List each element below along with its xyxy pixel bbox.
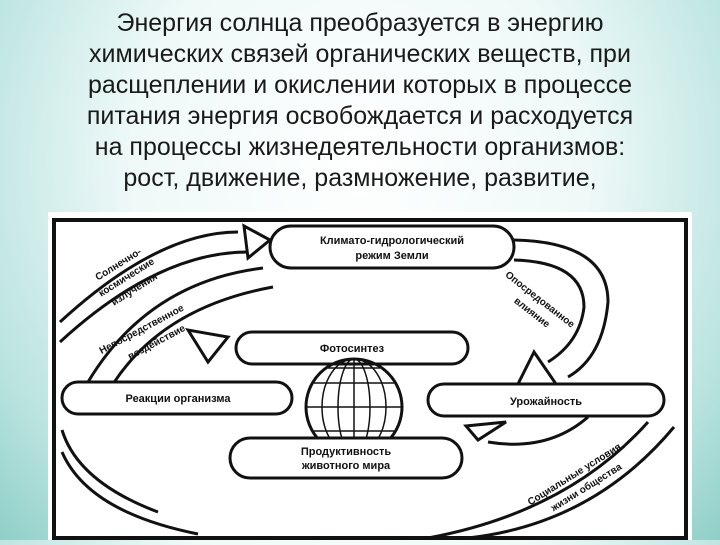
direct-influence-arrow — [86, 266, 274, 386]
bottom-left-curve — [60, 451, 199, 536]
diagram-svg: Климато-гидрологический режим Земли Солн… — [52, 218, 688, 540]
productivity-box: Продуктивность животного мира — [228, 436, 464, 480]
photosynthesis-box: Фотосинтез — [234, 330, 470, 366]
organism-box: Реакции организма — [60, 380, 294, 416]
climate-box-line1: Климато-гидрологический — [320, 235, 464, 247]
solar-radiation-arrow — [58, 223, 273, 344]
bottom-left-curve-inner — [60, 429, 159, 514]
text-line: Энергия солнца преобразуется в энергию — [116, 9, 604, 37]
indirect-influence-arrow — [513, 238, 610, 386]
productivity-line1: Продуктивность — [301, 446, 392, 458]
diagram-border — [52, 218, 688, 540]
photosynthesis-label: Фотосинтез — [320, 343, 385, 355]
text-line: рост, движение, размножение, развитие, — [123, 164, 597, 192]
yield-label: Урожайность — [510, 396, 582, 408]
yield-box: Урожайность — [426, 382, 666, 418]
social-conditions-arrow — [427, 415, 676, 540]
text-line: химических связей органических веществ, … — [89, 40, 631, 68]
text-line: на процессы жизнедеятельности организмов… — [94, 133, 626, 161]
productivity-line2: животного мира — [301, 460, 391, 472]
climate-box: Климато-гидрологический режим Земли — [268, 224, 516, 270]
climate-box-line2: режим Земли — [355, 250, 428, 262]
diagram-frame: Климато-гидрологический режим Земли Солн… — [48, 212, 692, 540]
text-line: питания энергия освобождается и расходуе… — [86, 102, 634, 130]
text-line: расщеплении и окислении которых в процес… — [88, 71, 632, 99]
slide-text: Энергия солнца преобразуется в энергию х… — [30, 8, 690, 194]
organism-label: Реакции организма — [126, 393, 232, 405]
